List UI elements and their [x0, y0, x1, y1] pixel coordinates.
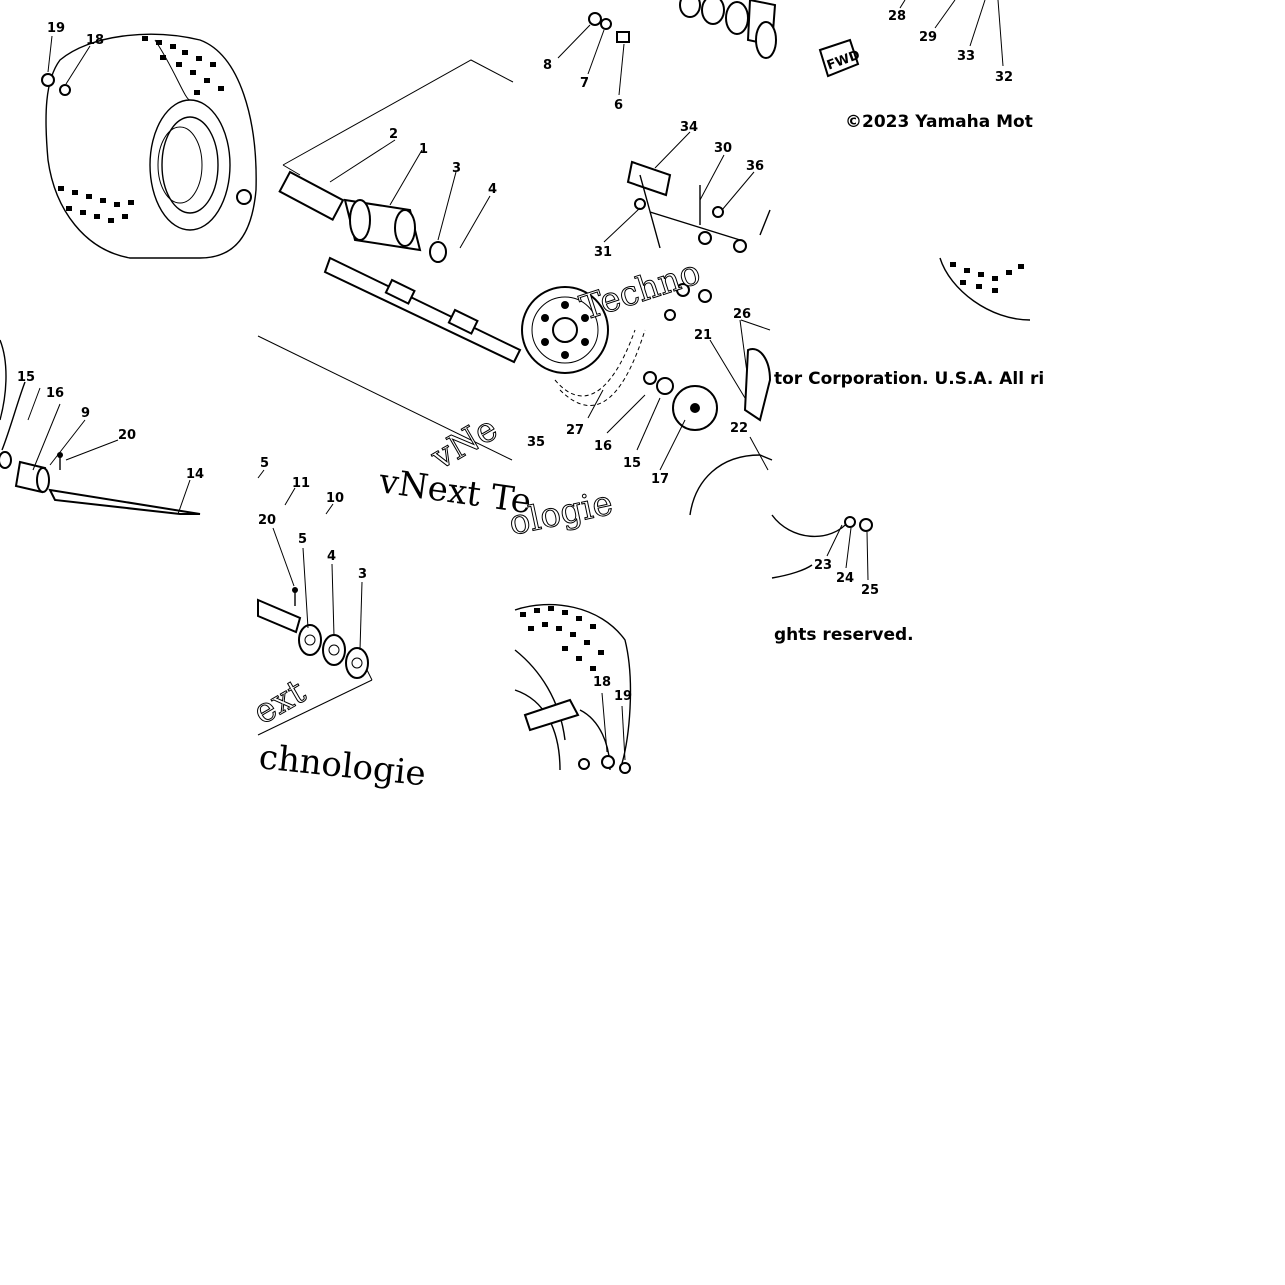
hub-small-parts-top — [557, 0, 777, 96]
callout-24: 24 — [836, 571, 854, 586]
callout-26: 26 — [733, 307, 751, 322]
tire-bottom-partial — [514, 603, 632, 774]
callout-18: 18 — [86, 33, 104, 48]
callout-18: 18 — [593, 675, 611, 690]
callout-34: 34 — [680, 120, 698, 135]
callout-32: 32 — [995, 70, 1013, 85]
callout-labels: 19 18 8 7 6 28 29 33 32 2 1 3 4 34 30 36… — [17, 9, 1013, 704]
callout-16: 16 — [594, 439, 612, 454]
watermark-text: Techno — [575, 252, 705, 328]
sprocket-chain — [521, 131, 773, 516]
hub-nut-left — [41, 35, 252, 205]
callout-20: 20 — [118, 428, 136, 443]
axle-assembly — [257, 59, 522, 461]
callout-17: 17 — [651, 472, 669, 487]
callout-2: 2 — [389, 127, 398, 142]
callout-6: 6 — [614, 98, 623, 113]
copyright-text: ghts reserved. — [774, 625, 914, 645]
callout-3: 3 — [358, 567, 367, 582]
callout-19: 19 — [614, 689, 632, 704]
callout-21: 21 — [694, 328, 712, 343]
callout-7: 7 — [580, 76, 589, 91]
watermark-text: chnologie — [257, 737, 428, 794]
hub-parts-left — [0, 339, 201, 515]
callout-8: 8 — [543, 58, 552, 73]
callout-10: 10 — [326, 491, 344, 506]
callout-30: 30 — [714, 141, 732, 156]
callout-11: 11 — [292, 476, 310, 491]
copyright-text: ©2023 Yamaha Mot — [845, 112, 1033, 132]
callout-14: 14 — [186, 467, 204, 482]
callout-4: 4 — [488, 182, 497, 197]
callout-15: 15 — [17, 370, 35, 385]
callout-5: 5 — [298, 532, 307, 547]
fwd-tag: FWD — [818, 0, 1004, 78]
callout-20: 20 — [258, 513, 276, 528]
callout-35: 35 — [527, 435, 545, 450]
callout-28: 28 — [888, 9, 906, 24]
callout-1: 1 — [419, 142, 428, 157]
bearing-seal-parts — [257, 469, 373, 736]
callout-22: 22 — [730, 421, 748, 436]
copyright-text: tor Corporation. U.S.A. All ri — [774, 369, 1044, 389]
callout-25: 25 — [861, 583, 879, 598]
callout-36: 36 — [746, 159, 764, 174]
callout-27: 27 — [566, 423, 584, 438]
callout-31: 31 — [594, 245, 612, 260]
callout-9: 9 — [81, 406, 90, 421]
callout-3: 3 — [452, 161, 461, 176]
callout-16: 16 — [46, 386, 64, 401]
callout-19: 19 — [47, 21, 65, 36]
callout-29: 29 — [919, 30, 937, 45]
tire-right-partial — [771, 257, 1031, 581]
callout-4: 4 — [327, 549, 336, 564]
callout-15: 15 — [623, 456, 641, 471]
callout-33: 33 — [957, 49, 975, 64]
tire-rear-left — [45, 33, 257, 259]
callout-23: 23 — [814, 558, 832, 573]
callout-5: 5 — [260, 456, 269, 471]
watermark-text: ext — [247, 672, 313, 733]
